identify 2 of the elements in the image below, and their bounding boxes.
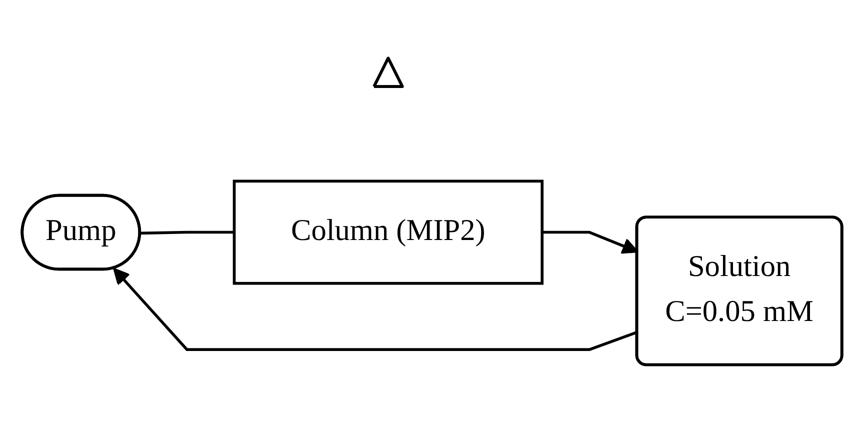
node-box: Column (MIP2) bbox=[232, 179, 544, 284]
connector bbox=[140, 230, 234, 234]
